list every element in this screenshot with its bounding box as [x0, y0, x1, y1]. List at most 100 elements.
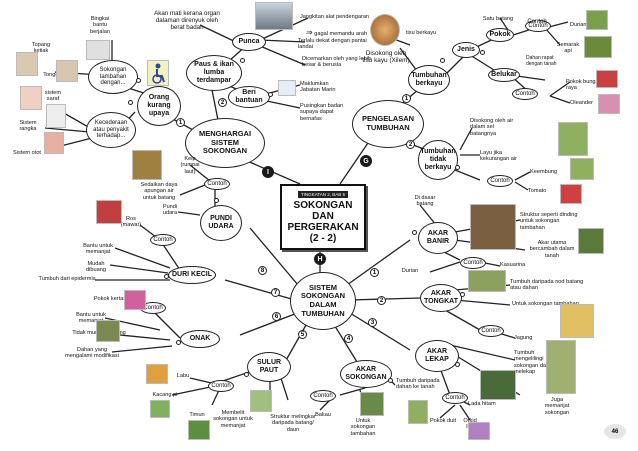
label-jangkitan: Jangkitan alat pendengaran [300, 14, 370, 20]
label-disokong-xilem: Disokong oleh tisu kayu (Xilem) [362, 50, 410, 65]
kecederaan-node: Kecederaan atau penyakit terhadap... [86, 112, 136, 148]
keembung-photo [570, 158, 594, 180]
kelp-photo [132, 150, 162, 180]
branch-number: 8 [258, 266, 267, 275]
contoh-node: Contoh [204, 178, 230, 190]
orang-kurang-upaya-node: Orang kurang upaya [137, 86, 181, 126]
label-mudah-dibuang: Mudah dibuang [86, 261, 106, 274]
label-disokong-air: Disokong oleh air dalam sel batangnya [470, 118, 514, 137]
buttress-root-photo [470, 204, 516, 250]
muscle-image [44, 132, 64, 154]
label-membelit: Membelit sokongan untuk memanjat [213, 410, 253, 429]
label-gagal: ⇒ gagal memandu arah [306, 28, 368, 37]
label-tumbuh-dahan: Tumbuh daripada dahan ke tanah [396, 378, 440, 391]
durian-photo [586, 10, 608, 30]
label-untuk-sokongan-tambahan: Untuk sokongan tambahan [350, 418, 376, 437]
branch-number: 3 [368, 318, 377, 327]
orchid-photo [468, 422, 490, 440]
onak-node: ONAK [180, 330, 220, 348]
akar-lekap-node: AKAR LEKAP [415, 340, 459, 372]
pundi-udara-node: PUNDI UDARA [200, 205, 242, 241]
contoh-node: Contoh [310, 390, 336, 402]
branch-number: 1 [370, 268, 379, 277]
akar-tongkat-node: AKAR TONGKAT [420, 284, 462, 312]
label-sistem-rangka: Sistem rangka [19, 120, 37, 133]
contoh-node: Contoh [208, 380, 234, 392]
branch-number: 1 [176, 118, 185, 127]
contoh-node: Contoh [150, 234, 176, 246]
corn-photo [560, 304, 594, 338]
tree-photo [584, 36, 612, 58]
rose-photo [96, 200, 122, 224]
walker-photo [86, 40, 110, 60]
oleander-photo [598, 94, 620, 114]
label-dicemarkan: Dicemarkan oleh yang lebih besar & berus… [302, 56, 372, 69]
branch-number: 2 [377, 296, 386, 305]
sistem-node: SISTEM SOKONGAN DALAM TUMBUHAN [290, 272, 356, 330]
label-tumbuh-daripada-nod: Tumbuh daripada nod batang atau dahan [510, 279, 584, 292]
pumpkin-photo [146, 364, 168, 384]
wood-cross-section [370, 14, 400, 46]
pea-photo [150, 400, 170, 418]
contoh-node-unused: Contoh [527, 18, 547, 25]
label-pundi-udara: Pundi udara [162, 204, 178, 217]
label-sistem-saraf: sistem saraf [44, 90, 62, 103]
akar-banir-node: AKAR BANIR [418, 222, 458, 254]
branch-marker-g: G [360, 155, 372, 167]
label-bantu-memanjat: Bantu untuk memanjat [83, 243, 113, 256]
tomato-photo [560, 184, 582, 204]
label-tomato: Tomato [528, 188, 547, 194]
contoh-node: Contoh [487, 175, 513, 187]
central-title-line4: (2 - 2) [309, 232, 337, 244]
label-keembung: Keembung [530, 169, 558, 175]
label-kacang-pi: Kacang pi [152, 392, 178, 398]
label-terlalu-dekat: Terlalu dekat dengan pantai landai [298, 38, 367, 51]
contoh-node: Contoh [140, 302, 166, 314]
contoh-node: Contoh [460, 257, 486, 269]
label-akar-utama: Akar utama bercambah dalam tanah [529, 240, 575, 259]
label-dahan-rapat: Dahan rapat dengan tanah [526, 55, 557, 67]
pokok-node: Pokok [486, 28, 514, 42]
label-kelp: Kelp (rumpai laut) [180, 156, 200, 175]
central-title-line3: PERGERAKAN [287, 221, 359, 233]
label-timun: Timun [189, 412, 205, 418]
central-title-line2: DAN [312, 210, 334, 222]
sulur-paut-node: SULUR PAUT [247, 352, 291, 382]
label-pokok-kertas: Pokok kertas [93, 296, 127, 302]
label-akan-mati: Akan mati kerana organ dalaman direnyuk … [154, 10, 220, 32]
nerve-system-image [20, 86, 42, 110]
casuarina-photo [578, 228, 604, 254]
label-kasuarina: Kasuarina [500, 262, 526, 268]
label-ros: Ros (mawar) [120, 216, 142, 229]
branch-number: 1 [402, 94, 411, 103]
money-plant-photo [408, 400, 428, 424]
label-juga-memanjat: Juga memanjat sokongan [544, 397, 570, 416]
label-bantu-memanjat-2: Bantu untuk memanjat [76, 312, 106, 325]
stilt-root-photo [468, 270, 506, 292]
skeleton-image [46, 104, 66, 128]
label-oleander: Oleander [570, 100, 594, 106]
climbing-plant-photo [546, 340, 576, 394]
branch-number: 4 [344, 334, 353, 343]
label-tisu-berkayu: tisu berkayu [406, 30, 437, 36]
hibiscus-photo [596, 70, 618, 88]
tumbuhan-berkayu-node: Tumbuhan berkayu [408, 65, 450, 95]
label-lada-hitam: Lada hitam [468, 401, 496, 407]
thorn-photo [96, 320, 120, 342]
label-struktur-seperti: Struktur seperti dinding untuk sokongan … [520, 212, 578, 231]
label-topang: Topang ketiak [31, 42, 51, 55]
label-pokok-bunga-raya: Pokok bunga raya [566, 79, 599, 92]
central-title-line1: SOKONGAN [293, 199, 353, 211]
akar-sokongan-node: AKAR SOKONGAN [340, 360, 392, 388]
label-sedaikan: Sedaikan daya apungan air untuk batang [140, 182, 178, 201]
jenis-node: Jenis [452, 42, 480, 58]
branch-number: 2 [218, 98, 227, 107]
black-pepper-photo [480, 370, 516, 400]
marine-logo-icon [278, 80, 296, 96]
label-semarak-api: Semarak api [556, 42, 580, 55]
central-topic: TINGKATAN 2, BAB 5 SOKONGAN DAN PERGERAK… [280, 184, 366, 250]
label-tumbuh-epidermis: Tumbuh dari epidermis [38, 276, 96, 282]
branch-number: 7 [271, 288, 280, 297]
duri-kecil-node: DURI KECIL [168, 266, 216, 284]
